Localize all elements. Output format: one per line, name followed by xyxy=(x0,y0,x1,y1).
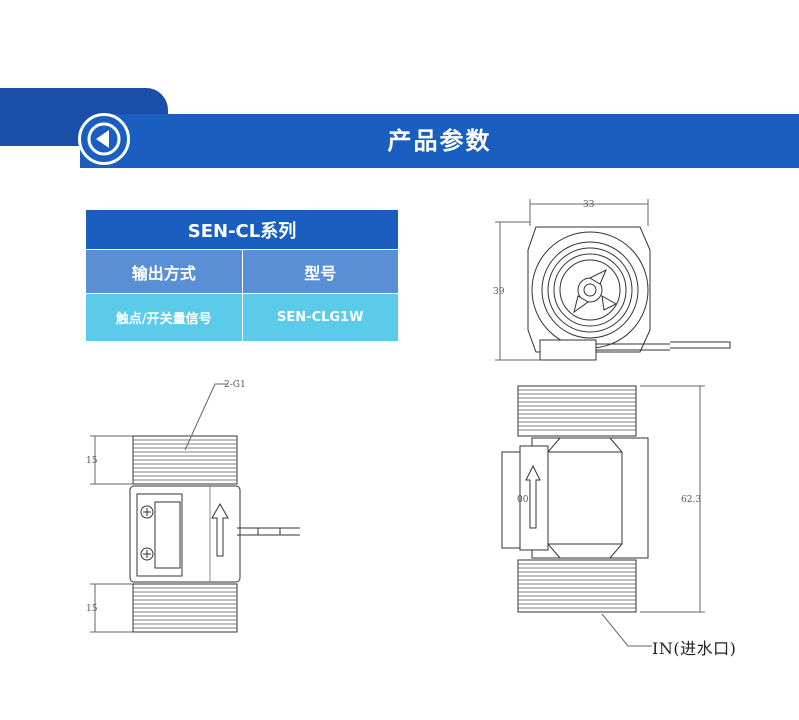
end-view xyxy=(495,199,731,361)
flow-mark: 00 xyxy=(517,495,529,505)
back-button[interactable] xyxy=(78,113,130,165)
spec-table-title: SEN-CL系列 xyxy=(85,209,399,250)
dim-thread-upper: 15 xyxy=(86,456,98,466)
column-header-output: 输出方式 xyxy=(85,249,243,294)
column-header-model: 型号 xyxy=(241,249,399,294)
cell-model: SEN-CLG1W xyxy=(241,293,399,342)
cell-output-type: 触点/开关量信号 xyxy=(85,293,243,342)
inlet-label: IN(进水口) xyxy=(652,639,737,658)
dim-height-top: 39 xyxy=(493,287,505,297)
dim-thread-lower: 15 xyxy=(86,604,98,614)
header-banner: 产品参数 xyxy=(80,114,799,168)
page-title: 产品参数 xyxy=(387,127,492,155)
spec-table: SEN-CL系列 输出方式 型号 触点/开关量信号 SEN-CLG1W xyxy=(85,209,399,342)
dim-width-top: 33 xyxy=(583,200,595,210)
dim-body-height: 62.3 xyxy=(681,495,701,505)
thread-label: 2-G1 xyxy=(224,380,246,390)
left-arrow-icon xyxy=(87,122,121,156)
table-row: 触点/开关量信号 SEN-CLG1W xyxy=(85,293,399,342)
side-view xyxy=(90,383,300,633)
front-view xyxy=(501,385,705,647)
